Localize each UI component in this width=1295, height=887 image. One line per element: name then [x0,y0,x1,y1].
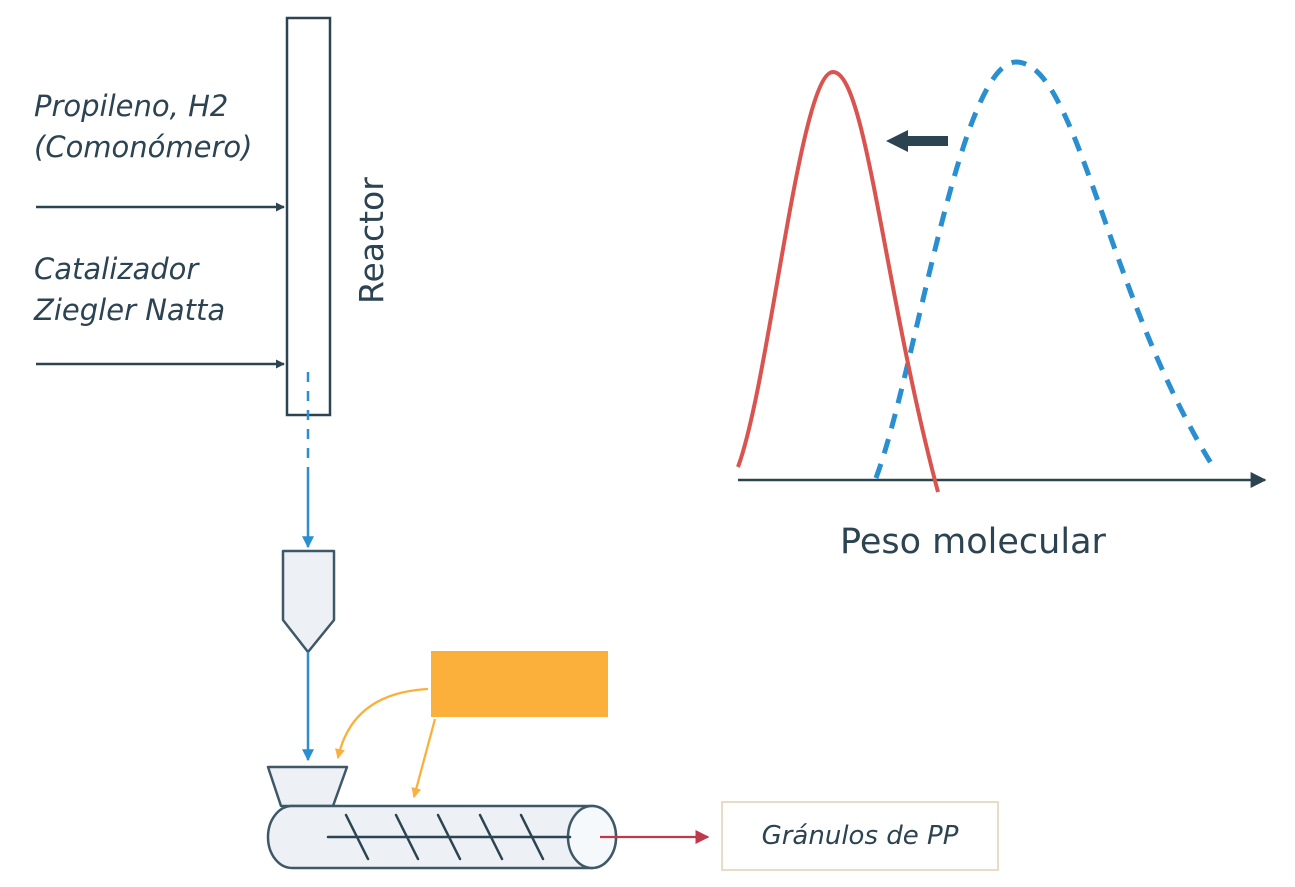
reactor-vessel [285,16,332,417]
output-label: Gránulos de PP [761,821,959,851]
additive-arrow-extruder [411,718,437,798]
feed-monomer-line2: (Comonómero) [34,130,253,164]
distribution-curve-broad [873,59,1217,479]
shift-left-arrow-icon [886,130,948,152]
hopper [281,549,336,654]
feed-catalyst-line1: Catalizador [34,252,199,286]
feed-catalyst-line2: Ziegler Natta [34,293,226,327]
x-axis-label: Peso molecular [840,522,1106,562]
distribution-curve-narrow [736,69,940,493]
reactor-label: Reactor [352,177,391,304]
additive-arrow-hopper [335,687,429,759]
extruder-screw [326,813,572,861]
additive-box [431,651,608,717]
extruder-feed-funnel [266,765,349,808]
feed-monomer-line1: Propileno, H2 [34,89,229,123]
output-box [721,801,999,871]
